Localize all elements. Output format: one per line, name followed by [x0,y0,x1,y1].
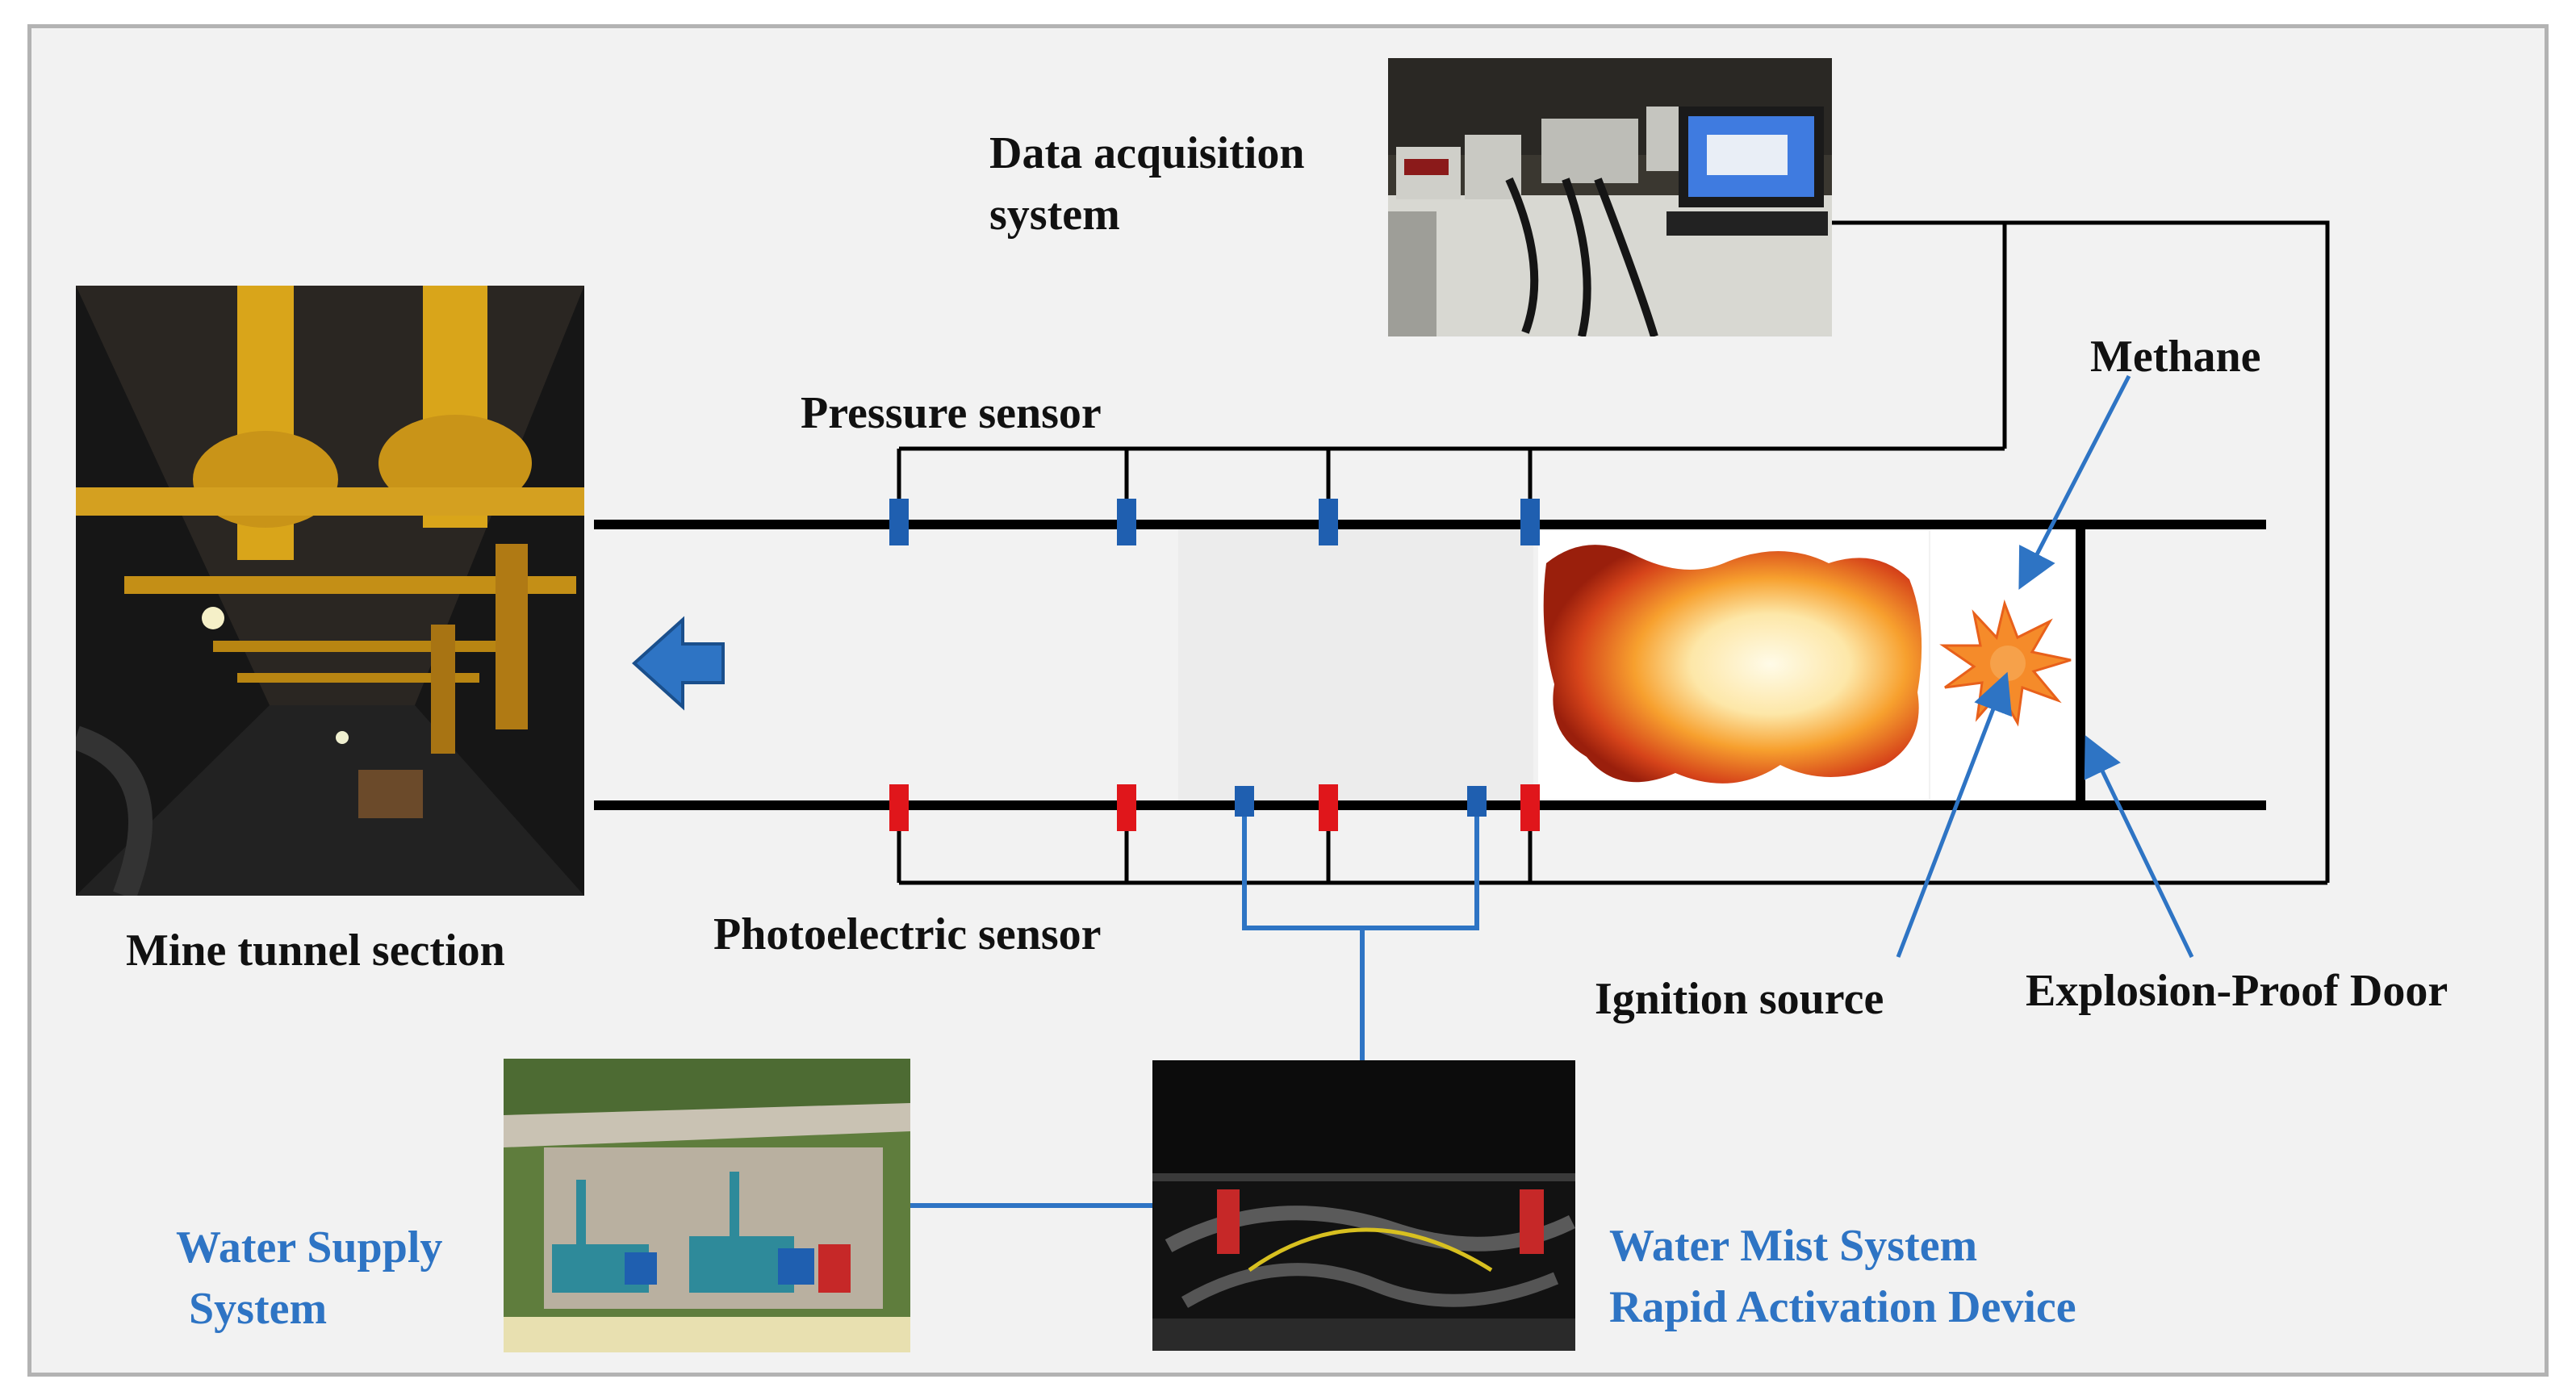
flame-graphic [1543,545,1922,784]
mist-nozzle-1 [1235,786,1254,817]
photoelectric-sensor-2 [1117,784,1136,831]
water-mist-label: Water Mist System Rapid Activation Devic… [1609,1221,2076,1332]
ignition-source-label: Ignition source [1595,974,1884,1024]
mine-tunnel-label: Mine tunnel section [126,926,505,976]
photoelectric-sensors [889,784,1540,831]
pressure-sensor-3 [1319,499,1338,545]
photoelectric-sensor-3 [1319,784,1338,831]
pressure-sensor-label: Pressure sensor [801,388,1102,438]
water-supply-graphic [504,1059,910,1352]
test-section-zone [1178,529,1533,800]
explosion-door-label: Explosion-Proof Door [2026,966,2448,1016]
photoelectric-sensor-wiring [897,820,2327,885]
photoelectric-sensor-label: Photoelectric sensor [713,909,1102,959]
methane-label: Methane [2090,332,2261,382]
photoelectric-sensor-4 [1520,784,1540,831]
flame-photo [1538,531,1929,799]
pressure-sensors [889,499,1540,545]
water-mist-graphic [1152,1060,1575,1351]
data-acquisition-photo [1388,58,1832,336]
mine-tunnel-graphic [76,286,584,896]
water-supply-label: Water Supply System [176,1222,443,1334]
photoelectric-sensor-1 [889,784,909,831]
pressure-sensor-wiring [897,220,2330,883]
door-arrow [2084,734,2194,959]
pressure-sensor-2 [1117,499,1136,545]
pressure-sensor-4 [1520,499,1540,545]
mine-tunnel-photo [76,286,584,896]
data-acquisition-label: Data acquisition system [989,128,1305,240]
spark-core [1990,646,2026,681]
water-supply-photo [504,1059,910,1352]
pressure-sensor-1 [889,499,909,545]
water-mist-photo [1152,1060,1575,1351]
ignition-arrow [1896,671,2013,958]
left-arrow-icon [632,616,725,711]
methane-arrow [2018,374,2131,590]
mist-nozzle-2 [1467,786,1487,817]
water-mist-wiring [910,805,1479,1208]
data-acquisition-graphic [1388,58,1832,336]
